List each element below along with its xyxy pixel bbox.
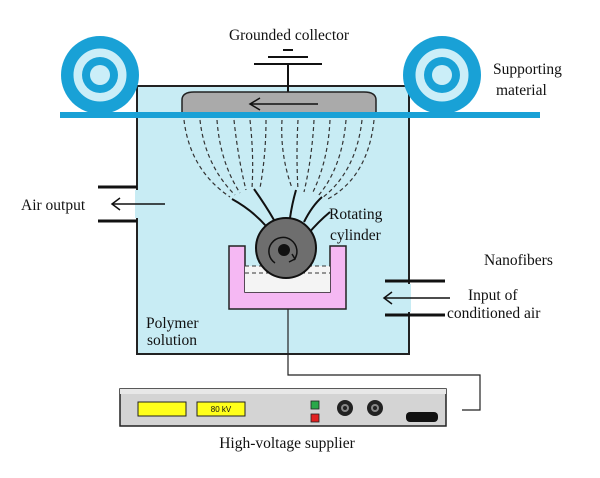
label-rotating-line1: Rotating bbox=[329, 206, 383, 223]
collector-direction-arrow bbox=[248, 97, 318, 111]
label-supporting-material-line2: material bbox=[496, 82, 547, 99]
supporting-material-band bbox=[60, 112, 540, 118]
output-jack-2 bbox=[367, 400, 383, 416]
air-output-port bbox=[98, 185, 165, 223]
power-switch bbox=[406, 412, 438, 422]
voltage-display-text: 80 kV bbox=[211, 405, 232, 414]
right-roll bbox=[403, 36, 481, 114]
display-left bbox=[137, 401, 187, 417]
output-jack-1 bbox=[337, 400, 353, 416]
label-polymer-line1: Polymer bbox=[146, 315, 199, 332]
ground-symbol bbox=[254, 49, 322, 92]
nanofiber-jets bbox=[183, 119, 375, 201]
label-polymer-line2: solution bbox=[147, 332, 197, 349]
label-high-voltage-supplier: High-voltage supplier bbox=[219, 435, 355, 452]
label-nanofibers: Nanofibers bbox=[484, 252, 553, 269]
voltage-display bbox=[196, 401, 246, 417]
high-voltage-supplier: 80 kV bbox=[119, 388, 447, 427]
electrode-wire bbox=[287, 309, 481, 411]
green-led bbox=[310, 400, 320, 410]
rotating-cylinder bbox=[255, 217, 317, 279]
left-roll bbox=[61, 36, 139, 114]
label-supporting-material-line1: Supporting bbox=[493, 61, 562, 78]
air-input-port bbox=[382, 279, 450, 317]
label-input-line2: conditioned air bbox=[447, 305, 541, 322]
label-grounded-collector: Grounded collector bbox=[229, 27, 350, 44]
label-input-line1: Input of bbox=[468, 287, 518, 304]
red-led bbox=[310, 413, 320, 423]
polymer-bath bbox=[228, 245, 347, 310]
label-rotating-line2: cylinder bbox=[330, 227, 382, 244]
label-air-output: Air output bbox=[21, 197, 86, 214]
